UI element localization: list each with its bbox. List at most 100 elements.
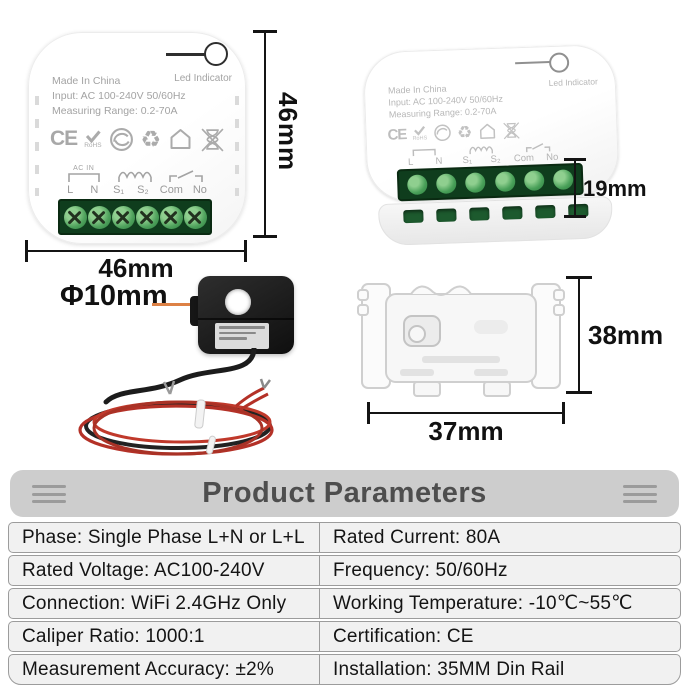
terminal-screw <box>494 171 516 192</box>
ce-mark-icon: CE <box>50 127 78 150</box>
device-top-face: Led Indicator Made In China Input: AC 10… <box>362 43 620 203</box>
house-icon <box>170 129 191 149</box>
table-row: Connection: WiFi 2.4GHz Only Working Tem… <box>8 588 681 619</box>
param-rated-voltage: Rated Voltage: AC100-240V <box>9 556 320 585</box>
table-row: Phase: Single Phase L+N or L+L Rated Cur… <box>8 522 681 553</box>
ct-clamp-sensor <box>198 276 294 354</box>
rohs-label: RoHS <box>84 141 102 149</box>
wire-slot <box>534 204 556 219</box>
led-indicator-label: Led Indicator <box>548 76 598 89</box>
greendot-icon <box>433 124 451 142</box>
led-indicator-pointer <box>515 60 554 65</box>
measuring-range-text: Measuring Range: 0.2-70A <box>388 105 497 120</box>
table-row: Measurement Accuracy: ±2% Installation: … <box>8 654 681 685</box>
terminal-screw <box>135 205 159 229</box>
switch-symbol <box>161 160 212 183</box>
terminal-screw <box>523 170 545 191</box>
rohs-icon: RoHS <box>412 125 427 142</box>
param-measurement-accuracy: Measurement Accuracy: ±2% <box>9 655 320 684</box>
dimension-line-bracket-height <box>566 276 592 394</box>
dimension-bracket-height: 38mm <box>588 320 664 350</box>
recycle-icon: ♻ <box>456 122 473 142</box>
dimension-bracket-width: 37mm <box>428 416 504 446</box>
led-indicator-icon <box>204 42 228 66</box>
pointer-arrow <box>152 303 224 306</box>
greendot-icon <box>109 127 133 151</box>
triple-line-icon <box>623 485 657 503</box>
led-indicator-pointer <box>166 53 210 56</box>
terminal-screw <box>87 205 111 229</box>
terminal-label-com: Com <box>159 184 183 196</box>
input-rating-text: Input: AC 100-240V 50/60Hz <box>52 90 186 102</box>
ct-clamp-seam <box>198 318 294 320</box>
made-in-text: Made In China <box>52 75 121 87</box>
terminal-screw <box>63 205 87 229</box>
ct-spec-sticker <box>215 323 269 349</box>
terminal-label-s2: S₂ <box>137 184 149 196</box>
terminal-labels-row: L N S₁ S₂ Com No <box>58 184 212 196</box>
ct-wire-hole <box>225 289 251 315</box>
sensor-cable-coil <box>78 348 274 456</box>
recycle-icon: ♻ <box>140 125 162 152</box>
triple-line-icon <box>32 485 66 503</box>
certification-icons-row: CE RoHS ♻ <box>387 117 568 145</box>
wire-slot <box>501 206 523 220</box>
rohs-icon: RoHS <box>84 130 102 149</box>
parameters-header: Product Parameters <box>10 470 679 517</box>
param-rated-current: Rated Current: 80A <box>333 526 501 548</box>
ct-hole-diameter-label: Φ10mm <box>60 280 168 312</box>
din-rail-bracket <box>357 283 565 397</box>
terminal-block <box>58 199 212 235</box>
dimension-front-width: 46mm <box>98 253 174 283</box>
terminal-screw <box>465 172 486 194</box>
measuring-range-text: Measuring Range: 0.2-70A <box>52 105 178 117</box>
house-icon <box>479 123 495 139</box>
dimension-front-height: 46mm <box>273 92 303 172</box>
terminal-label-no: No <box>192 184 207 196</box>
param-installation: Installation: 35MM Din Rail <box>333 658 565 680</box>
terminal-screw <box>435 173 457 195</box>
terminal-screw <box>111 205 135 229</box>
table-row: Caliper Ratio: 1000:1 Certification: CE <box>8 621 681 652</box>
terminal-screw <box>159 205 183 229</box>
side-vent-right <box>235 96 239 196</box>
terminal-screw <box>406 174 428 196</box>
wire-slot <box>435 208 457 223</box>
parameters-title: Product Parameters <box>202 477 487 509</box>
led-indicator-icon <box>548 52 570 74</box>
ac-in-label: AC IN <box>73 165 95 172</box>
device-perspective-view: Led Indicator Made In China Input: AC 10… <box>362 43 626 249</box>
terminal-label-s1: S₁ <box>113 184 125 196</box>
wire-slot <box>402 209 424 224</box>
ac-in-symbol: AC IN <box>58 160 109 183</box>
parameters-table: Phase: Single Phase L+N or L+L Rated Cur… <box>8 522 681 687</box>
dimension-line-bracket-width <box>367 402 565 424</box>
device-front-view: Led Indicator Made In China Input: AC 10… <box>28 32 246 244</box>
dimension-line-front-height <box>253 30 277 238</box>
param-caliper-ratio: Caliper Ratio: 1000:1 <box>9 622 320 651</box>
weee-hourglass-icon <box>503 122 520 140</box>
param-connection: Connection: WiFi 2.4GHz Only <box>9 589 320 618</box>
coil-symbol <box>109 160 160 183</box>
param-certification: Certification: CE <box>333 625 474 647</box>
led-indicator-label: Led Indicator <box>174 73 232 84</box>
certification-icons-row: CE RoHS ♻ <box>50 124 232 154</box>
rohs-label: RoHS <box>412 135 428 142</box>
wire-slot <box>468 207 490 221</box>
terminal-labels-row: L N S₁ S₂ Com No <box>396 138 567 168</box>
terminal-label-l: L <box>67 184 74 196</box>
table-row: Rated Voltage: AC100-240V Frequency: 50/… <box>8 555 681 586</box>
ce-mark-icon: CE <box>387 125 407 144</box>
weee-hourglass-icon <box>201 128 224 152</box>
made-in-text: Made In China <box>387 83 447 96</box>
terminal-screw <box>183 205 207 229</box>
dimension-side-height: 19mm <box>583 176 647 201</box>
terminal-label-n: N <box>90 184 99 196</box>
param-working-temperature: Working Temperature: -10℃~55℃ <box>333 593 633 614</box>
dimension-line-side-height <box>564 158 586 218</box>
terminal-area: AC IN L N S₁ S₂ Com No <box>58 160 212 235</box>
dimension-line-front-width <box>25 240 247 262</box>
terminal-symbols-row: AC IN <box>58 160 212 183</box>
param-phase: Phase: Single Phase L+N or L+L <box>9 523 320 552</box>
